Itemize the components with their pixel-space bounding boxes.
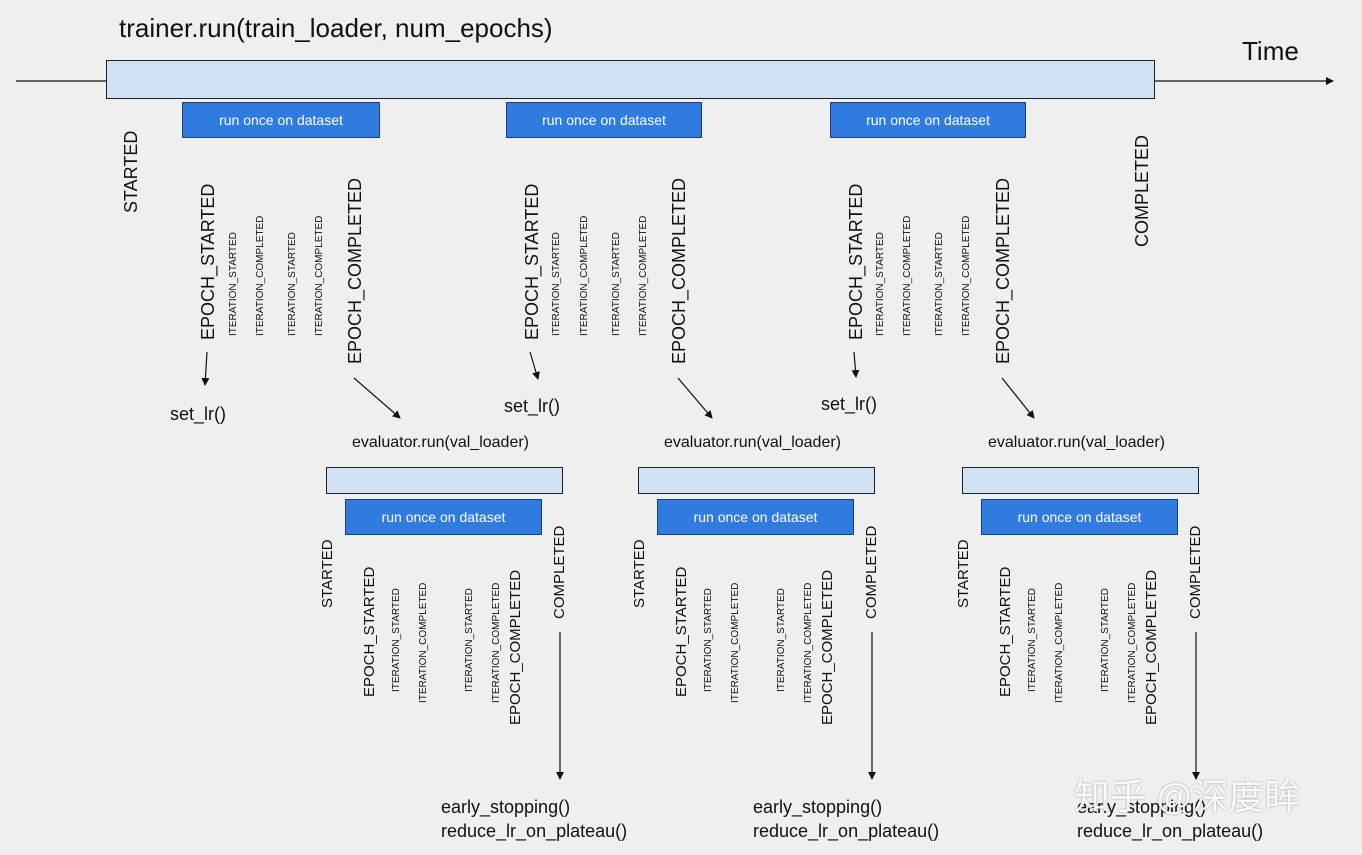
trainer-run-title: trainer.run(train_loader, num_epochs): [119, 13, 553, 43]
time-axis-label: Time: [1242, 36, 1299, 66]
trainer-dataset-box-1: run once on dataset: [182, 102, 380, 138]
evaluator-completed-event: COMPLETED: [1187, 525, 1204, 619]
early-stopping-call: early_stopping(): [753, 797, 883, 817]
evaluator-run-call: evaluator.run(val_loader): [352, 434, 529, 451]
evaluator-iteration-started-event: ITERATION_STARTED: [391, 588, 402, 692]
trainer-dataset-box-2: run once on dataset: [506, 102, 702, 138]
epoch-started-event: EPOCH_STARTED: [846, 183, 866, 340]
evaluator-dataset-box: run once on dataset: [981, 499, 1178, 535]
evaluator-started-event: STARTED: [631, 539, 648, 608]
iteration-started-event: ITERATION_STARTED: [551, 232, 562, 336]
evaluator-arrow-2: [677, 377, 713, 419]
evaluator-iteration-started-event: ITERATION_STARTED: [776, 588, 787, 692]
evaluator-epoch-completed-event: EPOCH_COMPLETED: [819, 569, 836, 725]
evaluator-dataset-box: run once on dataset: [657, 499, 854, 535]
reduce-lr-call: reduce_lr_on_plateau(): [753, 821, 940, 841]
evaluator-iteration-completed-event: ITERATION_COMPLETED: [730, 582, 741, 703]
iteration-completed-event: ITERATION_COMPLETED: [961, 215, 972, 336]
evaluator-iteration-completed-event: ITERATION_COMPLETED: [1127, 582, 1138, 703]
set-lr-call: set_lr(): [821, 394, 878, 414]
iteration-started-event: ITERATION_STARTED: [287, 232, 298, 336]
evaluator-run-bar: [326, 467, 563, 494]
iteration-started-event: ITERATION_STARTED: [611, 232, 622, 336]
reduce-lr-call: reduce_lr_on_plateau(): [1077, 821, 1264, 841]
evaluator-iteration-started-event: ITERATION_STARTED: [1100, 588, 1111, 692]
evaluator-completed-event: COMPLETED: [863, 525, 880, 619]
evaluator-run-call: evaluator.run(val_loader): [988, 434, 1165, 451]
set-lr-call: set_lr(): [504, 396, 561, 416]
trainer-run-bar: [106, 60, 1155, 99]
evaluator-iteration-started-event: ITERATION_STARTED: [464, 588, 475, 692]
evaluator-arrow-1: [353, 377, 401, 419]
evaluator-arrow-3: [1001, 377, 1035, 419]
iteration-completed-event: ITERATION_COMPLETED: [314, 215, 325, 336]
iteration-completed-event: ITERATION_COMPLETED: [638, 215, 649, 336]
iteration-completed-event: ITERATION_COMPLETED: [579, 215, 590, 336]
trainer-started-event: STARTED: [121, 130, 141, 213]
evaluator-epoch-completed-event: EPOCH_COMPLETED: [507, 569, 524, 725]
evaluator-iteration-started-event: ITERATION_STARTED: [703, 588, 714, 692]
evaluator-dataset-box: run once on dataset: [345, 499, 542, 535]
reduce-lr-call: reduce_lr_on_plateau(): [441, 821, 628, 841]
epoch-completed-event: EPOCH_COMPLETED: [345, 177, 365, 364]
evaluator-iteration-started-event: ITERATION_STARTED: [1027, 588, 1038, 692]
evaluator-run-bar: [638, 467, 875, 494]
set-lr-call: set_lr(): [170, 404, 227, 424]
evaluator-epoch-completed-event: EPOCH_COMPLETED: [1143, 569, 1160, 725]
evaluator-iteration-completed-event: ITERATION_COMPLETED: [418, 582, 429, 703]
evaluator-completed-event: COMPLETED: [551, 525, 568, 619]
iteration-started-event: ITERATION_STARTED: [875, 232, 886, 336]
trainer-completed-event: COMPLETED: [1132, 134, 1152, 247]
evaluator-epoch-started-event: EPOCH_STARTED: [673, 566, 690, 697]
trainer-dataset-box-3: run once on dataset: [830, 102, 1026, 138]
epoch-completed-event: EPOCH_COMPLETED: [669, 177, 689, 364]
set-lr-arrow-1: [201, 351, 210, 386]
epoch-started-event: EPOCH_STARTED: [522, 183, 542, 340]
set-lr-arrow-3: [851, 351, 860, 378]
set-lr-arrow-2: [529, 351, 540, 380]
evaluator-iteration-completed-event: ITERATION_COMPLETED: [803, 582, 814, 703]
iteration-started-event: ITERATION_STARTED: [934, 232, 945, 336]
epoch-completed-event: EPOCH_COMPLETED: [993, 177, 1013, 364]
epoch-started-event: EPOCH_STARTED: [198, 183, 218, 340]
evaluator-run-call: evaluator.run(val_loader): [664, 434, 841, 451]
evaluator-epoch-started-event: EPOCH_STARTED: [361, 566, 378, 697]
iteration-started-event: ITERATION_STARTED: [228, 232, 239, 336]
evaluator-started-event: STARTED: [319, 539, 336, 608]
evaluator-run-bar: [962, 467, 1199, 494]
zhihu-watermark: 知乎 @深度眸: [1074, 776, 1301, 817]
evaluator-started-event: STARTED: [955, 539, 972, 608]
iteration-completed-event: ITERATION_COMPLETED: [902, 215, 913, 336]
evaluator-iteration-completed-event: ITERATION_COMPLETED: [491, 582, 502, 703]
iteration-completed-event: ITERATION_COMPLETED: [255, 215, 266, 336]
evaluator-iteration-completed-event: ITERATION_COMPLETED: [1054, 582, 1065, 703]
early-stopping-call: early_stopping(): [441, 797, 571, 817]
early-stopping-call: early_stopping(): [1077, 797, 1207, 817]
evaluator-epoch-started-event: EPOCH_STARTED: [997, 566, 1014, 697]
